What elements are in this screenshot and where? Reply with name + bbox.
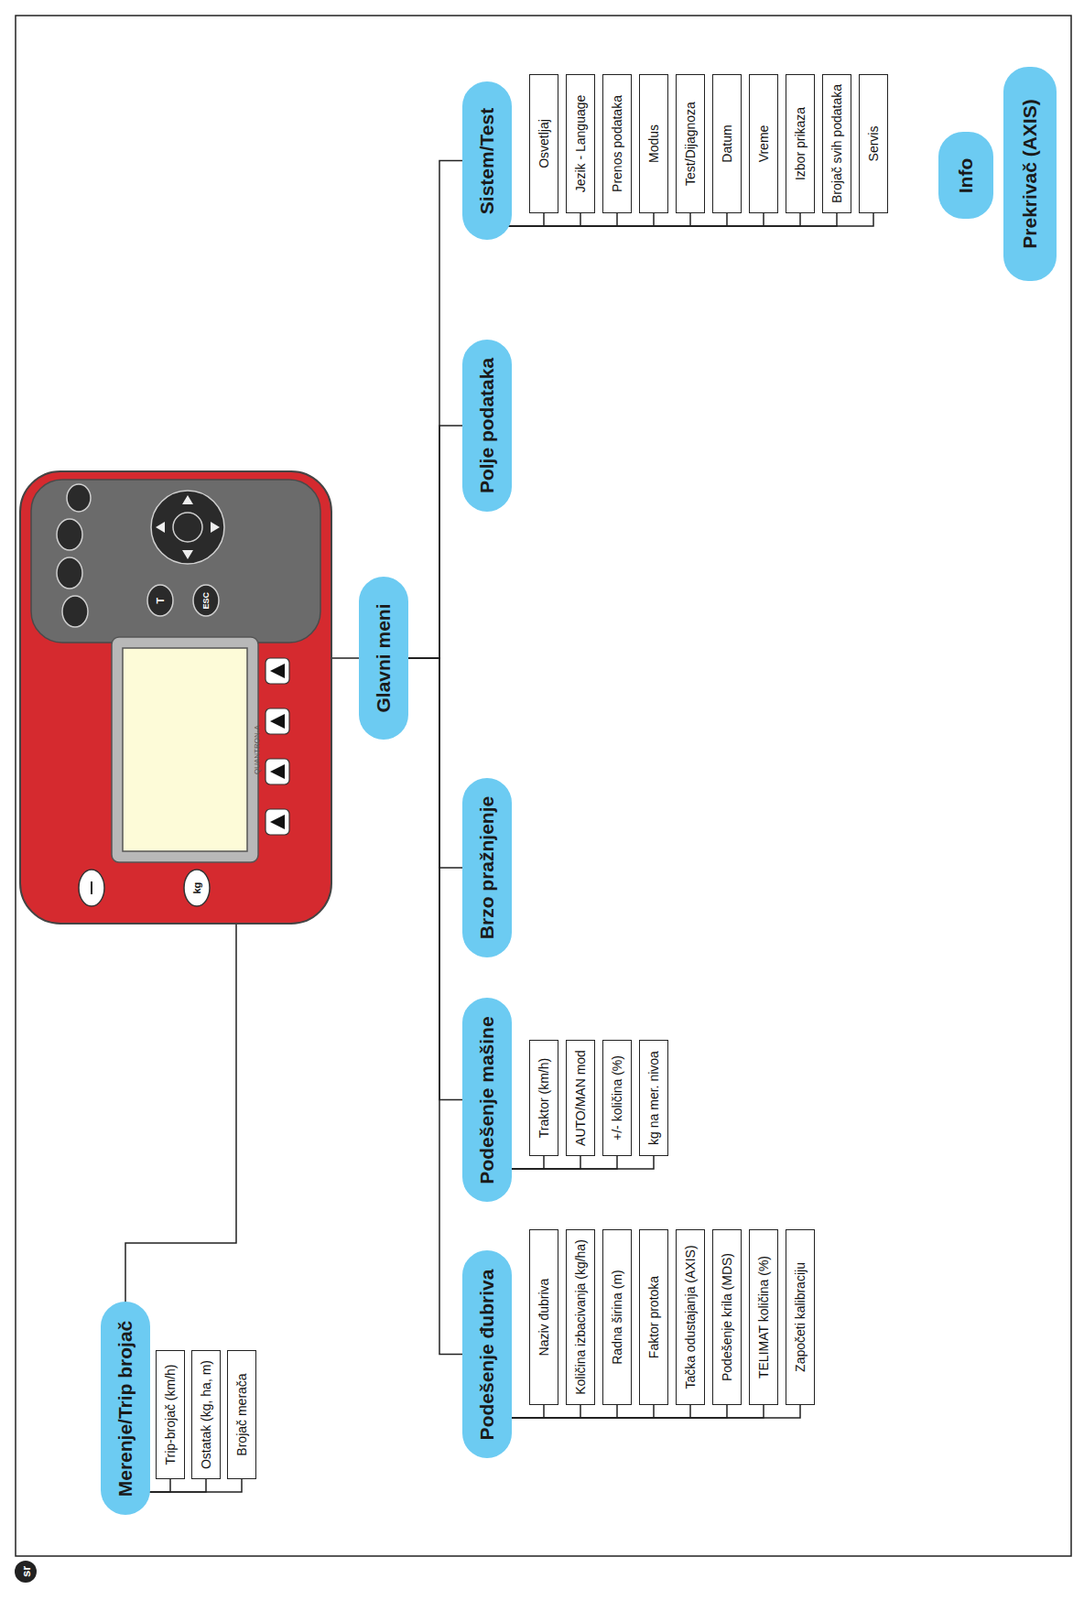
wire: [329, 657, 359, 660]
menu-title: Brzo pražnjenje: [476, 796, 499, 940]
menu-entry: Trip-brojač (km/h): [162, 1365, 178, 1466]
menu-pill: Glavni meni: [358, 576, 409, 740]
menu-item: Radna širina (m): [602, 1229, 632, 1406]
menu-item: +/- količina (%): [602, 1040, 632, 1157]
menu-pill: Polje podataka: [462, 339, 512, 512]
menu-item: Brojač merača: [227, 1350, 257, 1480]
menu-entry: Faktor protoka: [646, 1276, 662, 1359]
menu-entry: Modus: [646, 124, 662, 163]
menu-entry: Datum: [719, 124, 735, 163]
tree-connector: [408, 425, 463, 659]
tree-connector: [487, 1405, 654, 1419]
page-frame: [15, 15, 1072, 1557]
tree-connector: [487, 213, 874, 227]
menu-entry: AUTO/MAN mod: [573, 1050, 588, 1147]
tree-connector: [487, 213, 691, 227]
menu-entry: Tačka odustajanja (AXIS): [682, 1245, 698, 1389]
menu-title: Glavni meni: [372, 603, 395, 713]
menu-pill: Info: [938, 132, 994, 220]
menu-entry: +/- količina (%): [609, 1055, 625, 1141]
key-label: kg: [192, 882, 203, 895]
tree-connector: [487, 213, 837, 227]
tree-connector: [487, 213, 727, 227]
key-label: T: [155, 597, 166, 605]
menu-entry: Količina izbacivanja (kg/ha): [573, 1239, 588, 1396]
menu-entry: kg na mer. nivoa: [646, 1051, 662, 1146]
menu-item: Količina izbacivanja (kg/ha): [565, 1229, 596, 1406]
menu-item: Modus: [639, 74, 669, 214]
menu-item: Servis: [858, 74, 889, 214]
menu-item: Započeti kalibraciju: [785, 1229, 815, 1406]
menu-pill: Prekrivač (AXIS): [1003, 66, 1057, 282]
menu-entry: Osvetljaj: [536, 119, 552, 169]
menu-item: kg na mer. nivoa: [639, 1040, 669, 1157]
tree-connector: [408, 658, 463, 868]
tree-connector: [408, 161, 463, 660]
menu-entry: Ostatak (kg, ha, m): [198, 1360, 214, 1470]
tree-connector: [487, 1405, 691, 1419]
menu-item: Brojač svih podataka: [822, 74, 852, 214]
menu-title: Polje podataka: [476, 357, 499, 494]
menu-item: Vreme: [748, 74, 779, 214]
menu-item: Ostatak (kg, ha, m): [191, 1350, 221, 1480]
menu-item: TELIMAT količina (%): [748, 1229, 779, 1406]
menu-pill: Sistem/Test: [462, 82, 512, 241]
tree-connector: [408, 658, 463, 1101]
menu-item: Tačka odustajanja (AXIS): [675, 1229, 705, 1406]
menu-entry: Brojač svih podataka: [829, 84, 845, 204]
menu-entry: Izbor prikaza: [792, 107, 808, 181]
menu-entry: Podešenje krila (MDS): [719, 1253, 735, 1382]
menu-pill: Podešenje đubriva: [462, 1251, 512, 1460]
language-code: sr: [20, 1566, 33, 1578]
menu-title: Info: [954, 158, 977, 194]
menu-entry: TELIMAT količina (%): [756, 1256, 771, 1379]
menu-item: Prenos podataka: [602, 74, 632, 214]
menu-entry: Radna širina (m): [609, 1269, 625, 1365]
terminal-device: [20, 471, 332, 924]
tree-connector: [487, 1156, 654, 1170]
menu-item: Test/Dijagnoza: [675, 74, 705, 214]
menu-item: Izbor prikaza: [785, 74, 815, 214]
menu-item: Jezik - Language: [565, 74, 596, 214]
tree-connector: [487, 213, 801, 227]
tree-connector: [487, 1405, 764, 1419]
tree-connector: [487, 1405, 727, 1419]
menu-entry: Vreme: [756, 125, 771, 163]
menu-pill: Brzo pražnjenje: [462, 778, 512, 958]
menu-item: Podešenje krila (MDS): [712, 1229, 742, 1406]
tree-connector: [487, 213, 654, 227]
menu-title: Podešenje mašine: [476, 1016, 499, 1184]
menu-entry: Servis: [866, 126, 881, 163]
menu-item: Trip-brojač (km/h): [155, 1350, 185, 1480]
language-badge: [14, 1560, 37, 1583]
menu-entry: Započeti kalibraciju: [792, 1262, 808, 1373]
menu-title: Prekrivač (AXIS): [1018, 98, 1041, 249]
menu-entry: Prenos podataka: [609, 95, 625, 193]
menu-item: Faktor protoka: [639, 1229, 669, 1406]
menu-title: Merenje/Trip brojač: [114, 1321, 137, 1498]
menu-pill: Podešenje mašine: [462, 998, 512, 1204]
menu-title: Sistem/Test: [476, 108, 499, 215]
tree-connector: [408, 658, 463, 1355]
menu-entry: Test/Dijagnoza: [682, 101, 698, 186]
device-brand: QUANTRON-A: [253, 725, 261, 775]
menu-item: AUTO/MAN mod: [565, 1040, 596, 1157]
menu-title: Podešenje đubriva: [476, 1269, 499, 1442]
wire: [125, 921, 237, 1310]
key-label: ESC: [202, 592, 211, 610]
menu-item: Traktor (km/h): [529, 1040, 559, 1157]
menu-entry: Naziv đubriva: [536, 1279, 552, 1357]
menu-item: Datum: [712, 74, 742, 214]
menu-pill: Merenje/Trip brojač: [100, 1302, 151, 1517]
menu-entry: Traktor (km/h): [536, 1058, 552, 1139]
menu-item: Osvetljaj: [529, 74, 559, 214]
menu-entry: Jezik - Language: [573, 95, 588, 194]
tree-connector: [487, 213, 764, 227]
menu-entry: Brojač merača: [234, 1373, 250, 1456]
tree-connector: [487, 1405, 801, 1419]
menu-item: Naziv đubriva: [529, 1229, 559, 1406]
